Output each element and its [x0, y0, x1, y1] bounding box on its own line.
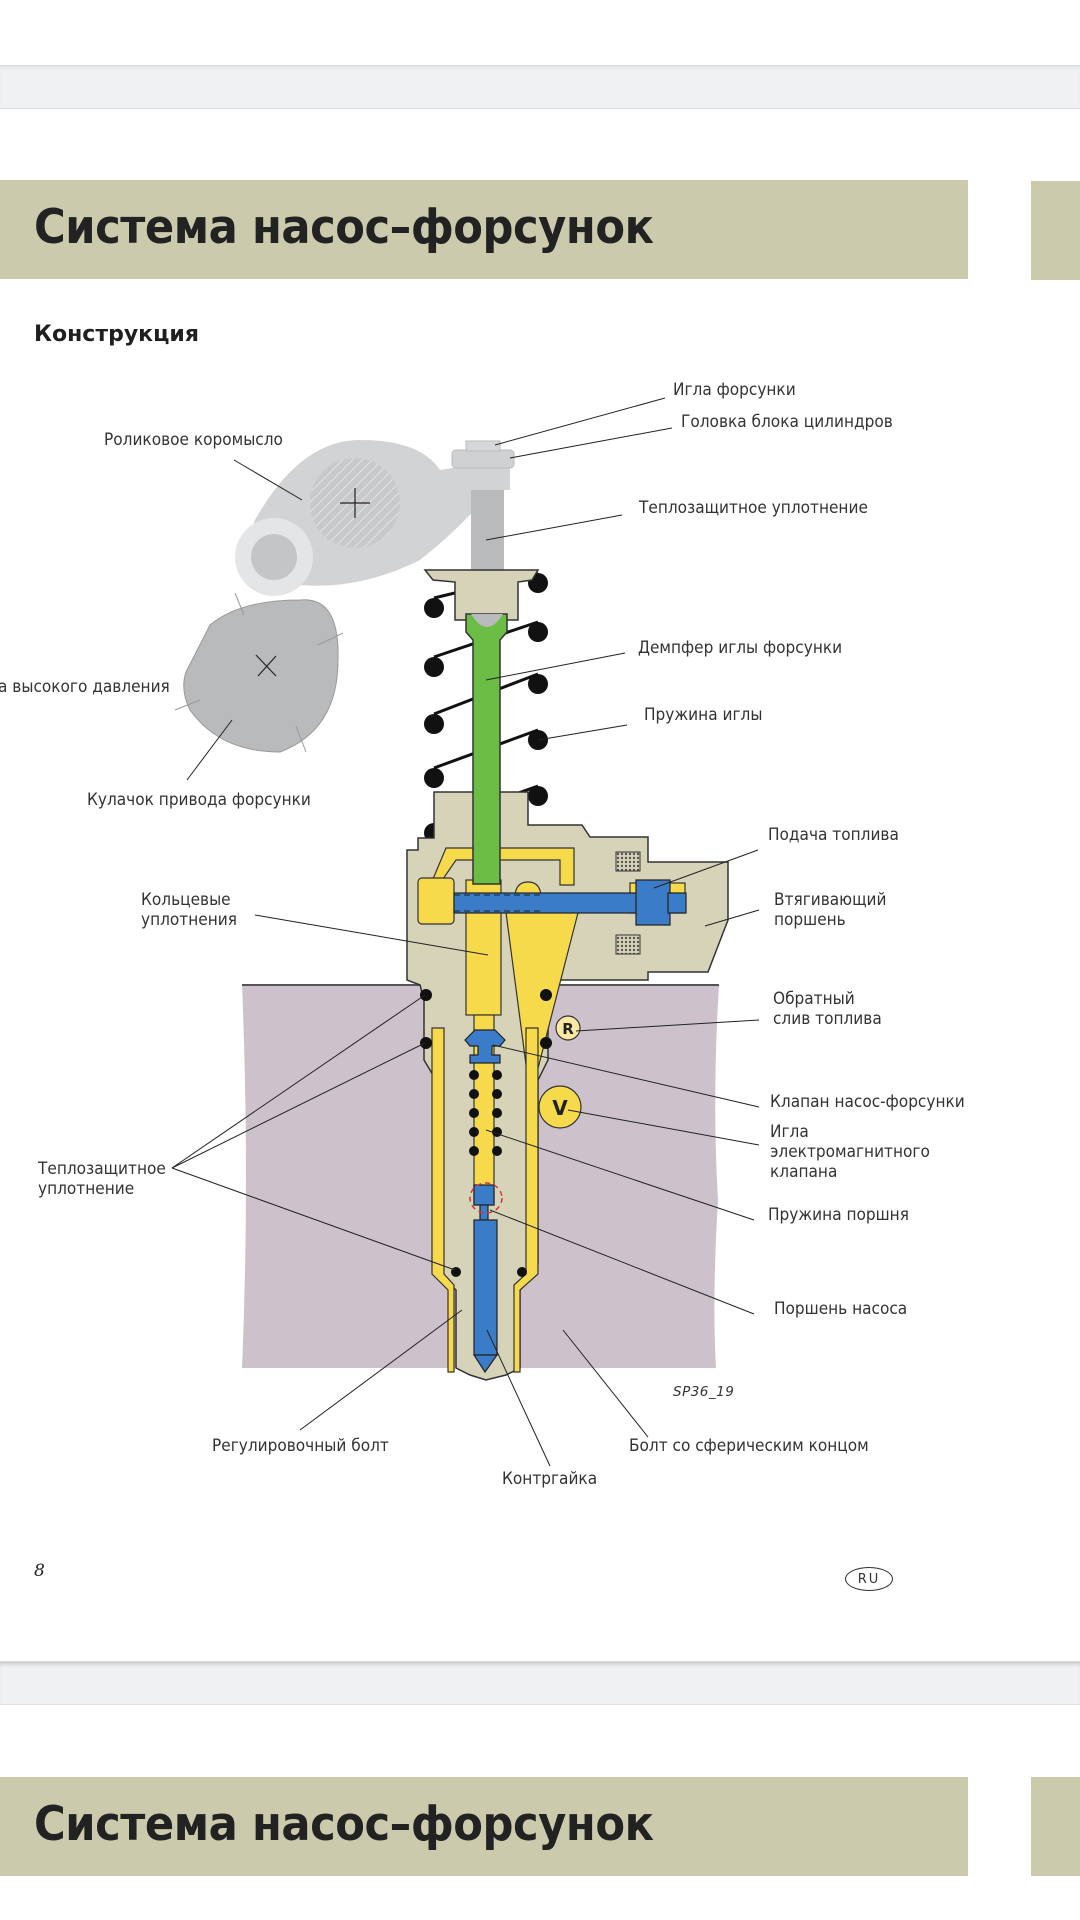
injector-cam: [174, 592, 344, 753]
section-heading: Конструкция: [34, 322, 199, 347]
next-page-title: Система насос–форсунок: [34, 1797, 654, 1852]
language-badge: RU: [845, 1567, 893, 1591]
label-solenoid-needle-line2: электромагнитного: [770, 1142, 930, 1161]
label-cylinder-head: Головка блока цилиндров: [681, 412, 893, 431]
page-number: 8: [34, 1561, 45, 1581]
label-o-rings-line1: Кольцевые: [141, 890, 231, 909]
label-solenoid-needle-line1: Игла: [770, 1122, 809, 1141]
needle-damper: [465, 613, 508, 885]
marker-v-text: V: [552, 1096, 568, 1120]
label-roller-rocker: Роликовое коромысло: [104, 430, 283, 449]
label-pump-piston: Поршень насоса: [774, 1299, 908, 1318]
figure-id: SP36_19: [673, 1384, 735, 1400]
label-needle-damper: Демпфер иглы форсунки: [638, 638, 843, 657]
label-needle-spring: Пружина иглы: [644, 705, 763, 724]
label-heat-seal-top: Теплозащитное уплотнение: [639, 498, 868, 517]
label-piston-spring: Пружина поршня: [768, 1205, 909, 1224]
label-fuel-return: Обратный слив топлива: [773, 989, 882, 1029]
page-gap-top: [0, 65, 1080, 109]
page-header-banner: Система насос–форсунок: [0, 180, 968, 279]
label-fuel-return-line2: слив топлива: [773, 1009, 882, 1028]
next-adjacent-page-banner: [1031, 1777, 1080, 1876]
label-high-pressure-partial: а высокого давления: [0, 677, 170, 696]
label-heat-seal-left: Теплозащитное уплотнение: [38, 1159, 166, 1199]
adjacent-page-banner: [1031, 181, 1080, 280]
next-page-header-banner: Система насос–форсунок: [0, 1777, 968, 1876]
label-ball-end-bolt: Болт со сферическим концом: [629, 1436, 869, 1455]
highlight-circle: [469, 1182, 503, 1214]
label-heat-seal-left-line2: уплотнение: [38, 1179, 135, 1198]
label-solenoid-needle-line3: клапана: [770, 1162, 838, 1181]
label-solenoid-needle: Игла электромагнитного клапана: [770, 1122, 930, 1182]
marker-v: V: [538, 1085, 582, 1129]
label-o-rings: Кольцевые уплотнения: [141, 890, 237, 930]
roller-rocker-arm: [235, 440, 515, 596]
label-fuel-supply: Подача топлива: [768, 825, 899, 844]
label-fuel-return-line1: Обратный: [773, 989, 855, 1008]
page-title: Система насос–форсунок: [34, 200, 654, 255]
label-injector-cam: Кулачок привода форсунки: [87, 790, 311, 809]
leader-lines: [171, 397, 760, 1467]
unit-injector-diagram: R V: [171, 397, 760, 1467]
label-o-rings-line2: уплотнения: [141, 910, 237, 929]
blue-components: [453, 879, 687, 1374]
page-gap-bottom: [0, 1661, 1080, 1705]
label-heat-seal-left-line1: Теплозащитное: [38, 1159, 166, 1178]
label-retraction-piston-line1: Втягивающий: [774, 890, 887, 909]
label-injector-needle: Игла форсунки: [673, 380, 796, 399]
o-rings: [420, 989, 552, 1277]
marker-r: R: [555, 1015, 581, 1041]
label-retraction-piston: Втягивающий поршень: [774, 890, 887, 930]
label-retraction-piston-line2: поршень: [774, 910, 846, 929]
marker-r-text: R: [562, 1020, 574, 1038]
label-lock-nut: Контргайка: [502, 1469, 598, 1488]
label-adjusting-bolt: Регулировочный болт: [212, 1436, 389, 1455]
label-unit-injector-valve: Клапан насос-форсунки: [770, 1092, 965, 1111]
